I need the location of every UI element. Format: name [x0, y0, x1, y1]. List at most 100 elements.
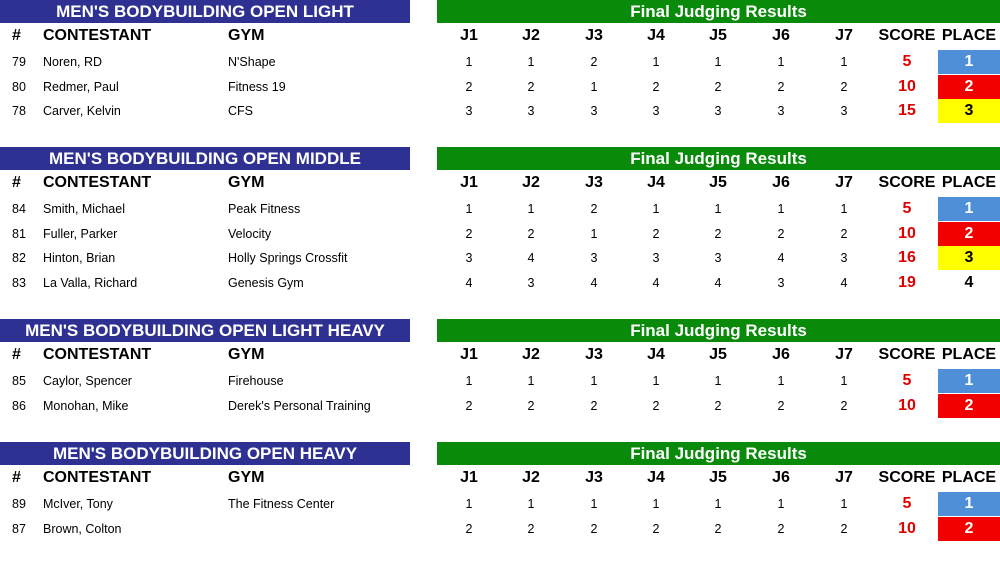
header-gym: GYM	[228, 174, 265, 191]
results-banner: Final Judging Results	[437, 147, 1000, 170]
judge-5-rank: 2	[714, 79, 722, 94]
header-score: SCORE	[878, 27, 936, 44]
contestant-name: Redmer, Paul	[43, 79, 119, 94]
place-badge: 2	[938, 516, 1000, 541]
header-place: PLACE	[941, 27, 997, 44]
contestant-number: 89	[12, 497, 26, 511]
judge-3-rank: 2	[590, 398, 598, 413]
contestant-number: 84	[12, 202, 26, 216]
judge-5-rank: 1	[714, 497, 722, 511]
judge-6-rank: 2	[777, 398, 785, 413]
judge-6-rank: 1	[777, 55, 785, 69]
header-judge-2: J2	[522, 174, 540, 191]
header-number: #	[12, 346, 21, 363]
judge-3-rank: 2	[590, 202, 598, 216]
judge-5-rank: 3	[714, 251, 722, 265]
judge-3-rank: 1	[590, 497, 598, 511]
judge-7-rank: 1	[840, 202, 848, 216]
header-number: #	[12, 469, 21, 486]
total-score: 5	[902, 53, 912, 70]
contestant-gym: Velocity	[228, 226, 272, 241]
header-score: SCORE	[878, 174, 936, 191]
header-place: PLACE	[941, 469, 997, 486]
header-place: PLACE	[941, 346, 997, 363]
header-gym: GYM	[228, 27, 265, 44]
judge-5-rank: 2	[714, 226, 722, 241]
header-judge-4: J4	[647, 27, 665, 44]
contestant-name: Noren, RD	[43, 55, 103, 69]
header-judge-5: J5	[709, 469, 727, 486]
judge-2-rank: 3	[527, 275, 535, 290]
place-badge: 1	[938, 369, 1000, 393]
header-judge-2: J2	[522, 27, 540, 44]
header-judge-3: J3	[585, 346, 603, 363]
judge-7-rank: 2	[840, 79, 848, 94]
contestant-number: 85	[12, 374, 26, 388]
header-score: SCORE	[878, 346, 936, 363]
judge-4-rank: 2	[652, 398, 660, 413]
judge-4-rank: 3	[652, 251, 660, 265]
total-score: 10	[898, 519, 916, 537]
contestant-name: Fuller, Parker	[43, 226, 118, 241]
judge-6-rank: 3	[777, 104, 785, 118]
place-badge: 4	[964, 273, 974, 291]
header-contestant: CONTESTANT	[43, 469, 152, 486]
judge-2-rank: 1	[527, 202, 535, 216]
total-score: 5	[902, 200, 912, 217]
header-judge-7: J7	[835, 469, 853, 486]
header-judge-4: J4	[647, 346, 665, 363]
place-badge: 3	[938, 99, 1000, 123]
contestant-name: Brown, Colton	[43, 521, 122, 536]
judge-2-rank: 4	[527, 251, 535, 265]
header-place: PLACE	[941, 174, 997, 191]
contestant-name: La Valla, Richard	[43, 275, 138, 290]
contestant-name: Hinton, Brian	[43, 251, 116, 265]
contestant-gym: Derek's Personal Training	[228, 398, 371, 413]
header-judge-1: J1	[460, 346, 478, 363]
judge-7-rank: 1	[840, 55, 848, 69]
header-judge-4: J4	[647, 174, 665, 191]
contestant-gym: Genesis Gym	[228, 275, 304, 290]
total-score: 5	[902, 372, 912, 389]
header-gym: GYM	[228, 346, 265, 363]
judge-3-rank: 4	[590, 275, 598, 290]
header-judge-3: J3	[585, 27, 603, 44]
judge-7-rank: 1	[840, 374, 848, 388]
judge-1-rank: 1	[465, 55, 473, 69]
judge-7-rank: 4	[840, 275, 848, 290]
header-judge-5: J5	[709, 346, 727, 363]
contestant-number: 79	[12, 55, 26, 69]
header-judge-6: J6	[772, 469, 790, 486]
contestant-name: Caylor, Spencer	[43, 374, 132, 388]
place-badge: 1	[938, 492, 1000, 516]
judge-2-rank: 3	[527, 104, 535, 118]
total-score: 10	[898, 77, 916, 95]
judge-2-rank: 2	[527, 521, 535, 536]
judge-4-rank: 1	[652, 202, 660, 216]
judge-3-rank: 2	[590, 521, 598, 536]
contestant-gym: Firehouse	[228, 374, 284, 388]
total-score: 10	[898, 224, 916, 242]
total-score: 15	[898, 102, 916, 119]
header-judge-2: J2	[522, 346, 540, 363]
judge-1-rank: 4	[465, 275, 473, 290]
contestant-number: 83	[12, 275, 26, 290]
header-judge-3: J3	[585, 174, 603, 191]
judge-7-rank: 1	[840, 497, 848, 511]
judge-3-rank: 3	[590, 104, 598, 118]
judge-7-rank: 3	[840, 251, 848, 265]
judge-3-rank: 1	[590, 79, 598, 94]
judge-5-rank: 1	[714, 202, 722, 216]
contestant-gym	[228, 517, 428, 541]
contestant-name: Carver, Kelvin	[43, 104, 121, 118]
judge-2-rank: 1	[527, 374, 535, 388]
judge-4-rank: 1	[652, 374, 660, 388]
header-judge-6: J6	[772, 174, 790, 191]
